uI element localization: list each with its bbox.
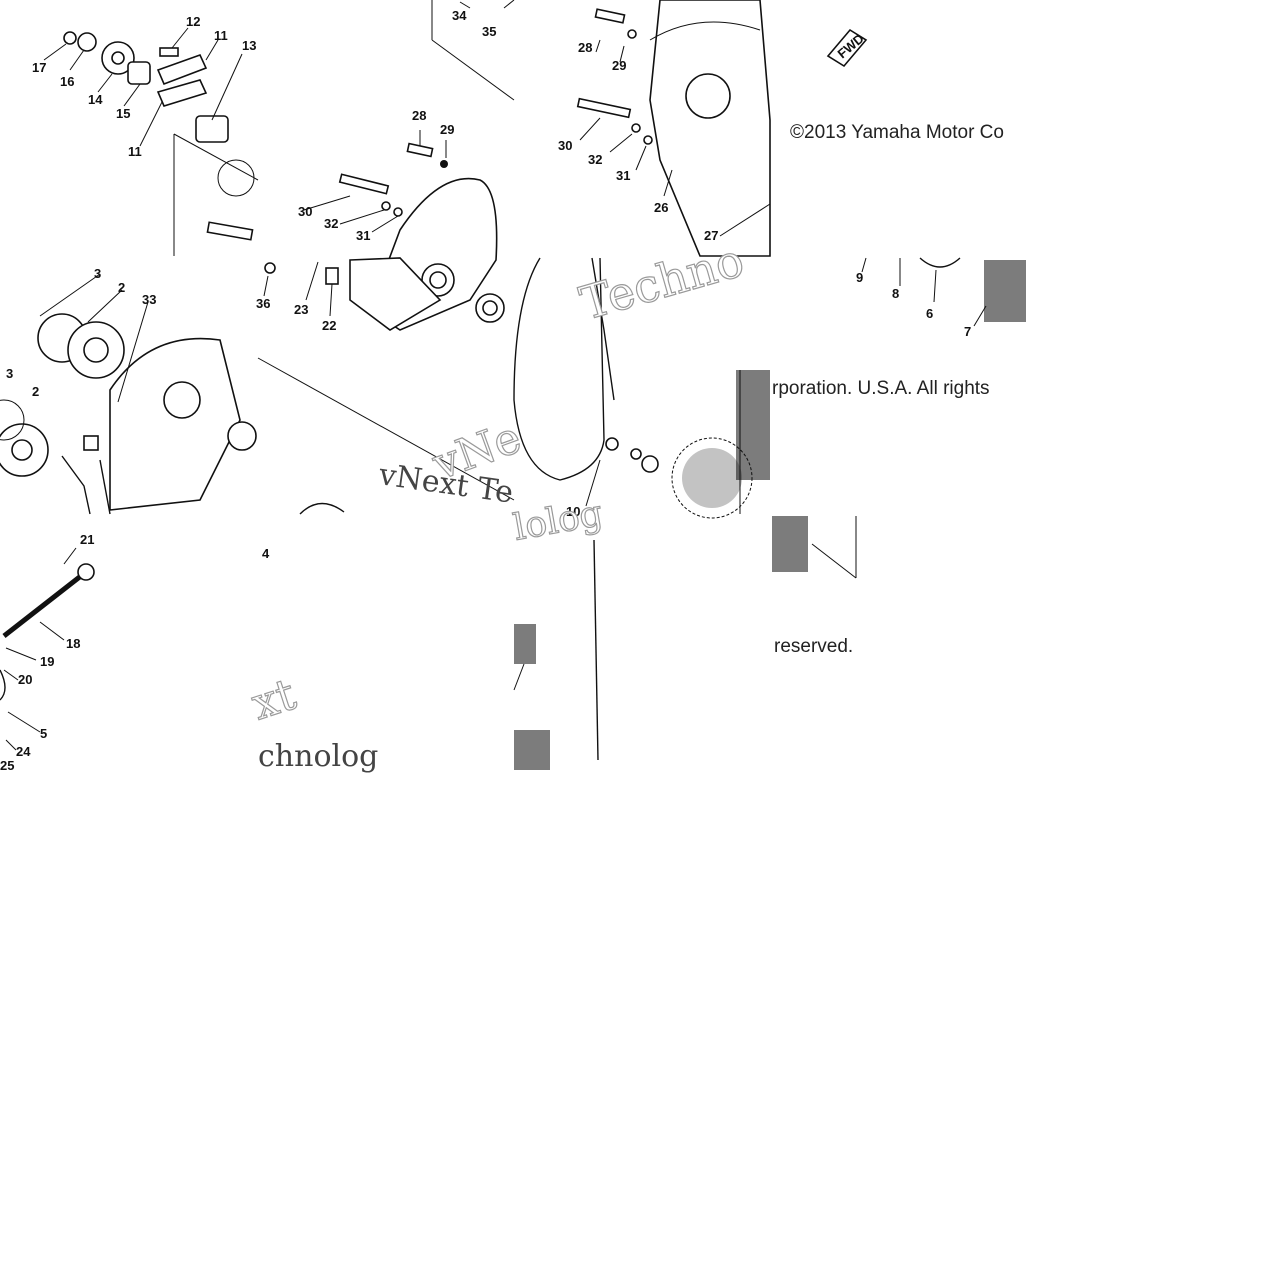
callout-3-left: 3 xyxy=(6,366,13,381)
bottom-gasket xyxy=(513,539,599,770)
gasket-and-sprockets xyxy=(513,257,770,519)
callout-21: 21 xyxy=(80,532,94,547)
callout-3-top: 3 xyxy=(94,266,101,281)
copyright-line-2: rporation. U.S.A. All rights xyxy=(772,378,990,399)
callout-30-mid: 30 xyxy=(298,204,312,219)
callout-8: 8 xyxy=(892,286,899,301)
callout-6: 6 xyxy=(926,306,933,321)
fwd-badge: FWD xyxy=(826,28,868,68)
callout-28-right: 28 xyxy=(578,40,592,55)
callout-11-top: 11 xyxy=(214,28,228,43)
callout-31-right: 31 xyxy=(616,168,630,183)
callout-15: 15 xyxy=(116,106,130,121)
callout-2-left: 2 xyxy=(32,384,39,399)
watermark-fragment-4: xt xyxy=(246,669,302,731)
callout-17: 17 xyxy=(32,60,46,75)
callout-32-mid: 32 xyxy=(324,216,338,231)
copyright-line-1: ©2013 Yamaha Motor Co xyxy=(790,122,1004,143)
callout-20: 20 xyxy=(18,672,32,687)
sprocket-assembly xyxy=(43,27,259,256)
callout-29-mid: 29 xyxy=(440,122,454,137)
callout-11-bottom: 11 xyxy=(128,144,142,159)
copyright-line-3: reserved. xyxy=(774,636,853,657)
callout-33: 33 xyxy=(142,292,156,307)
bearing-housing xyxy=(0,273,257,515)
callout-13: 13 xyxy=(242,38,256,53)
callout-numbers: 17 16 14 15 12 11 13 11 34 35 28 29 30 3… xyxy=(0,8,971,773)
right-sprocket xyxy=(772,257,1026,579)
callout-23: 23 xyxy=(294,302,308,317)
chaincase-cover xyxy=(576,0,771,257)
callout-28-mid: 28 xyxy=(412,108,426,123)
callout-4: 4 xyxy=(262,546,270,561)
callout-9: 9 xyxy=(856,270,863,285)
callout-27: 27 xyxy=(704,228,718,243)
long-bolt-assembly xyxy=(0,547,95,751)
callout-22: 22 xyxy=(322,318,336,333)
copyright-notice: ©2013 Yamaha Motor Co rporation. U.S.A. … xyxy=(772,122,1004,657)
callout-35: 35 xyxy=(482,24,496,39)
callout-10: 10 xyxy=(566,504,580,519)
watermark-fragment-6: lolog xyxy=(510,493,605,549)
callout-12: 12 xyxy=(186,14,200,29)
callout-34: 34 xyxy=(452,8,467,23)
watermark-fragment-1: Techno xyxy=(574,233,749,331)
mid-mid-parts xyxy=(257,257,515,515)
callout-30-right: 30 xyxy=(558,138,572,153)
callout-16: 16 xyxy=(60,74,74,89)
callout-36: 36 xyxy=(256,296,270,311)
callout-19: 19 xyxy=(40,654,54,669)
callout-2-top: 2 xyxy=(118,280,125,295)
callout-26: 26 xyxy=(654,200,668,215)
callout-5: 5 xyxy=(40,726,47,741)
callout-25: 25 xyxy=(0,758,14,773)
callout-18: 18 xyxy=(66,636,80,651)
callout-29-right: 29 xyxy=(612,58,626,73)
callout-32-right: 32 xyxy=(588,152,602,167)
watermark-fragment-5: chnolog xyxy=(258,739,378,774)
callout-14: 14 xyxy=(88,92,103,107)
callout-24: 24 xyxy=(16,744,31,759)
callout-7: 7 xyxy=(964,324,971,339)
callout-31-mid: 31 xyxy=(356,228,370,243)
